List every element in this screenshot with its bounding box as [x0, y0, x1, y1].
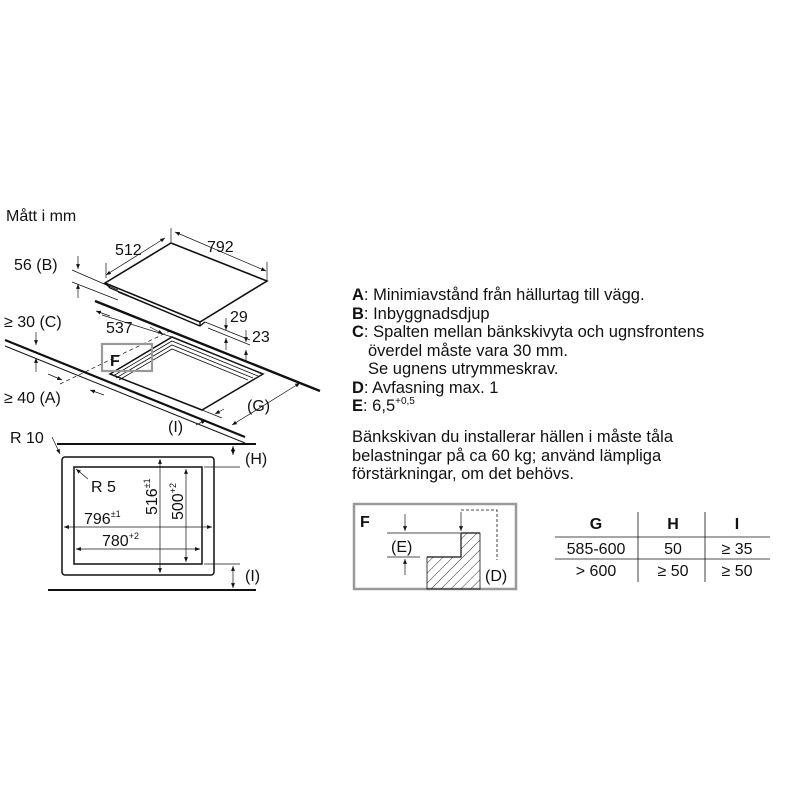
- label-h: (H): [245, 451, 267, 468]
- cutout-plan: [48, 436, 256, 591]
- legend-text: : 6,5: [363, 397, 396, 415]
- legend-item-c-cont: överdel måste vara 30 mm.: [368, 341, 568, 360]
- table-cell: 50: [664, 541, 682, 558]
- dim-30-c: ≥ 30 (C): [4, 314, 62, 331]
- dim-516: 516±1: [142, 478, 161, 515]
- dim-796: 796±1: [84, 509, 121, 528]
- legend-sup: +0,5: [395, 396, 415, 407]
- label-i: (I): [168, 419, 183, 436]
- radius-5: R 5: [91, 479, 116, 496]
- legend-item-a: A: Minimiavstånd från hällurtag till väg…: [352, 286, 704, 305]
- table-header-i: I: [735, 516, 739, 533]
- dim-792: 792: [207, 239, 234, 256]
- legend-key: D: [352, 378, 364, 397]
- detail-d-label: (D): [485, 568, 507, 585]
- detail-f-marker: [100, 342, 154, 373]
- legend-key: B: [352, 304, 364, 323]
- legend-item-c-cont: Se ugnens utrymmeskrav.: [368, 360, 559, 378]
- table-cell: ≥ 35: [721, 541, 752, 558]
- table-cell: 585-600: [567, 541, 626, 558]
- dim-40-a: ≥ 40 (A): [4, 390, 61, 407]
- dim-56-b: 56 (B): [14, 257, 58, 274]
- legend-text: : Minimiavstånd från hällurtag till vägg…: [363, 286, 645, 304]
- dim-23: 23: [252, 329, 270, 346]
- detail-f-drawing: F (E) (D): [352, 502, 518, 591]
- clearance-table: G H I 585-600 50 ≥ 35 > 600 ≥ 50 ≥ 50: [555, 512, 770, 582]
- legend-item-d: D: Avfasning max. 1: [352, 379, 704, 398]
- dim-500: 500+2: [168, 483, 187, 520]
- table-header-g: G: [590, 516, 602, 533]
- dim-29: 29: [230, 309, 248, 326]
- load-note: Bänkskivan du installerar hällen i måste…: [352, 428, 673, 484]
- detail-e-label: (E): [391, 539, 412, 556]
- legend-text: : Spalten mellan bänkskivyta och ugnsfro…: [363, 323, 705, 341]
- hob-drawing: [71, 228, 269, 327]
- note-line: Bänkskivan du installerar hällen i måste…: [352, 428, 674, 446]
- legend-text: : Inbyggnadsdjup: [363, 304, 490, 323]
- legend-text: : Avfasning max. 1: [363, 378, 499, 397]
- detail-f-title: F: [360, 514, 370, 531]
- units-title: Mått i mm: [6, 207, 76, 225]
- legend: A: Minimiavstånd från hällurtag till väg…: [352, 286, 704, 416]
- legend-item-c: C: Spalten mellan bänkskivyta och ugnsfr…: [352, 323, 704, 342]
- countertop-drawing: [4, 299, 321, 444]
- table-cell: > 600: [576, 563, 617, 580]
- detail-f-label: F: [110, 353, 120, 370]
- legend-item-e: E: 6,5+0,5: [352, 397, 704, 416]
- label-i-bottom: (I): [245, 568, 260, 585]
- dim-537: 537: [106, 320, 133, 337]
- legend-key: C: [352, 323, 364, 341]
- table-cell: ≥ 50: [657, 563, 688, 580]
- table-cell: ≥ 50: [721, 563, 752, 580]
- dim-512: 512: [115, 242, 142, 259]
- table-header-h: H: [667, 516, 679, 533]
- dim-780: 780+2: [102, 531, 139, 550]
- radius-10: R 10: [10, 430, 44, 447]
- label-g: (G): [247, 398, 270, 415]
- legend-key: E: [352, 397, 364, 415]
- legend-item-b: B: Inbyggnadsdjup: [352, 305, 704, 324]
- note-line: förstärkningar, om det behövs.: [352, 465, 574, 483]
- note-line: belastningar på ca 60 kg; använd lämplig…: [352, 446, 662, 465]
- legend-key: A: [352, 286, 364, 304]
